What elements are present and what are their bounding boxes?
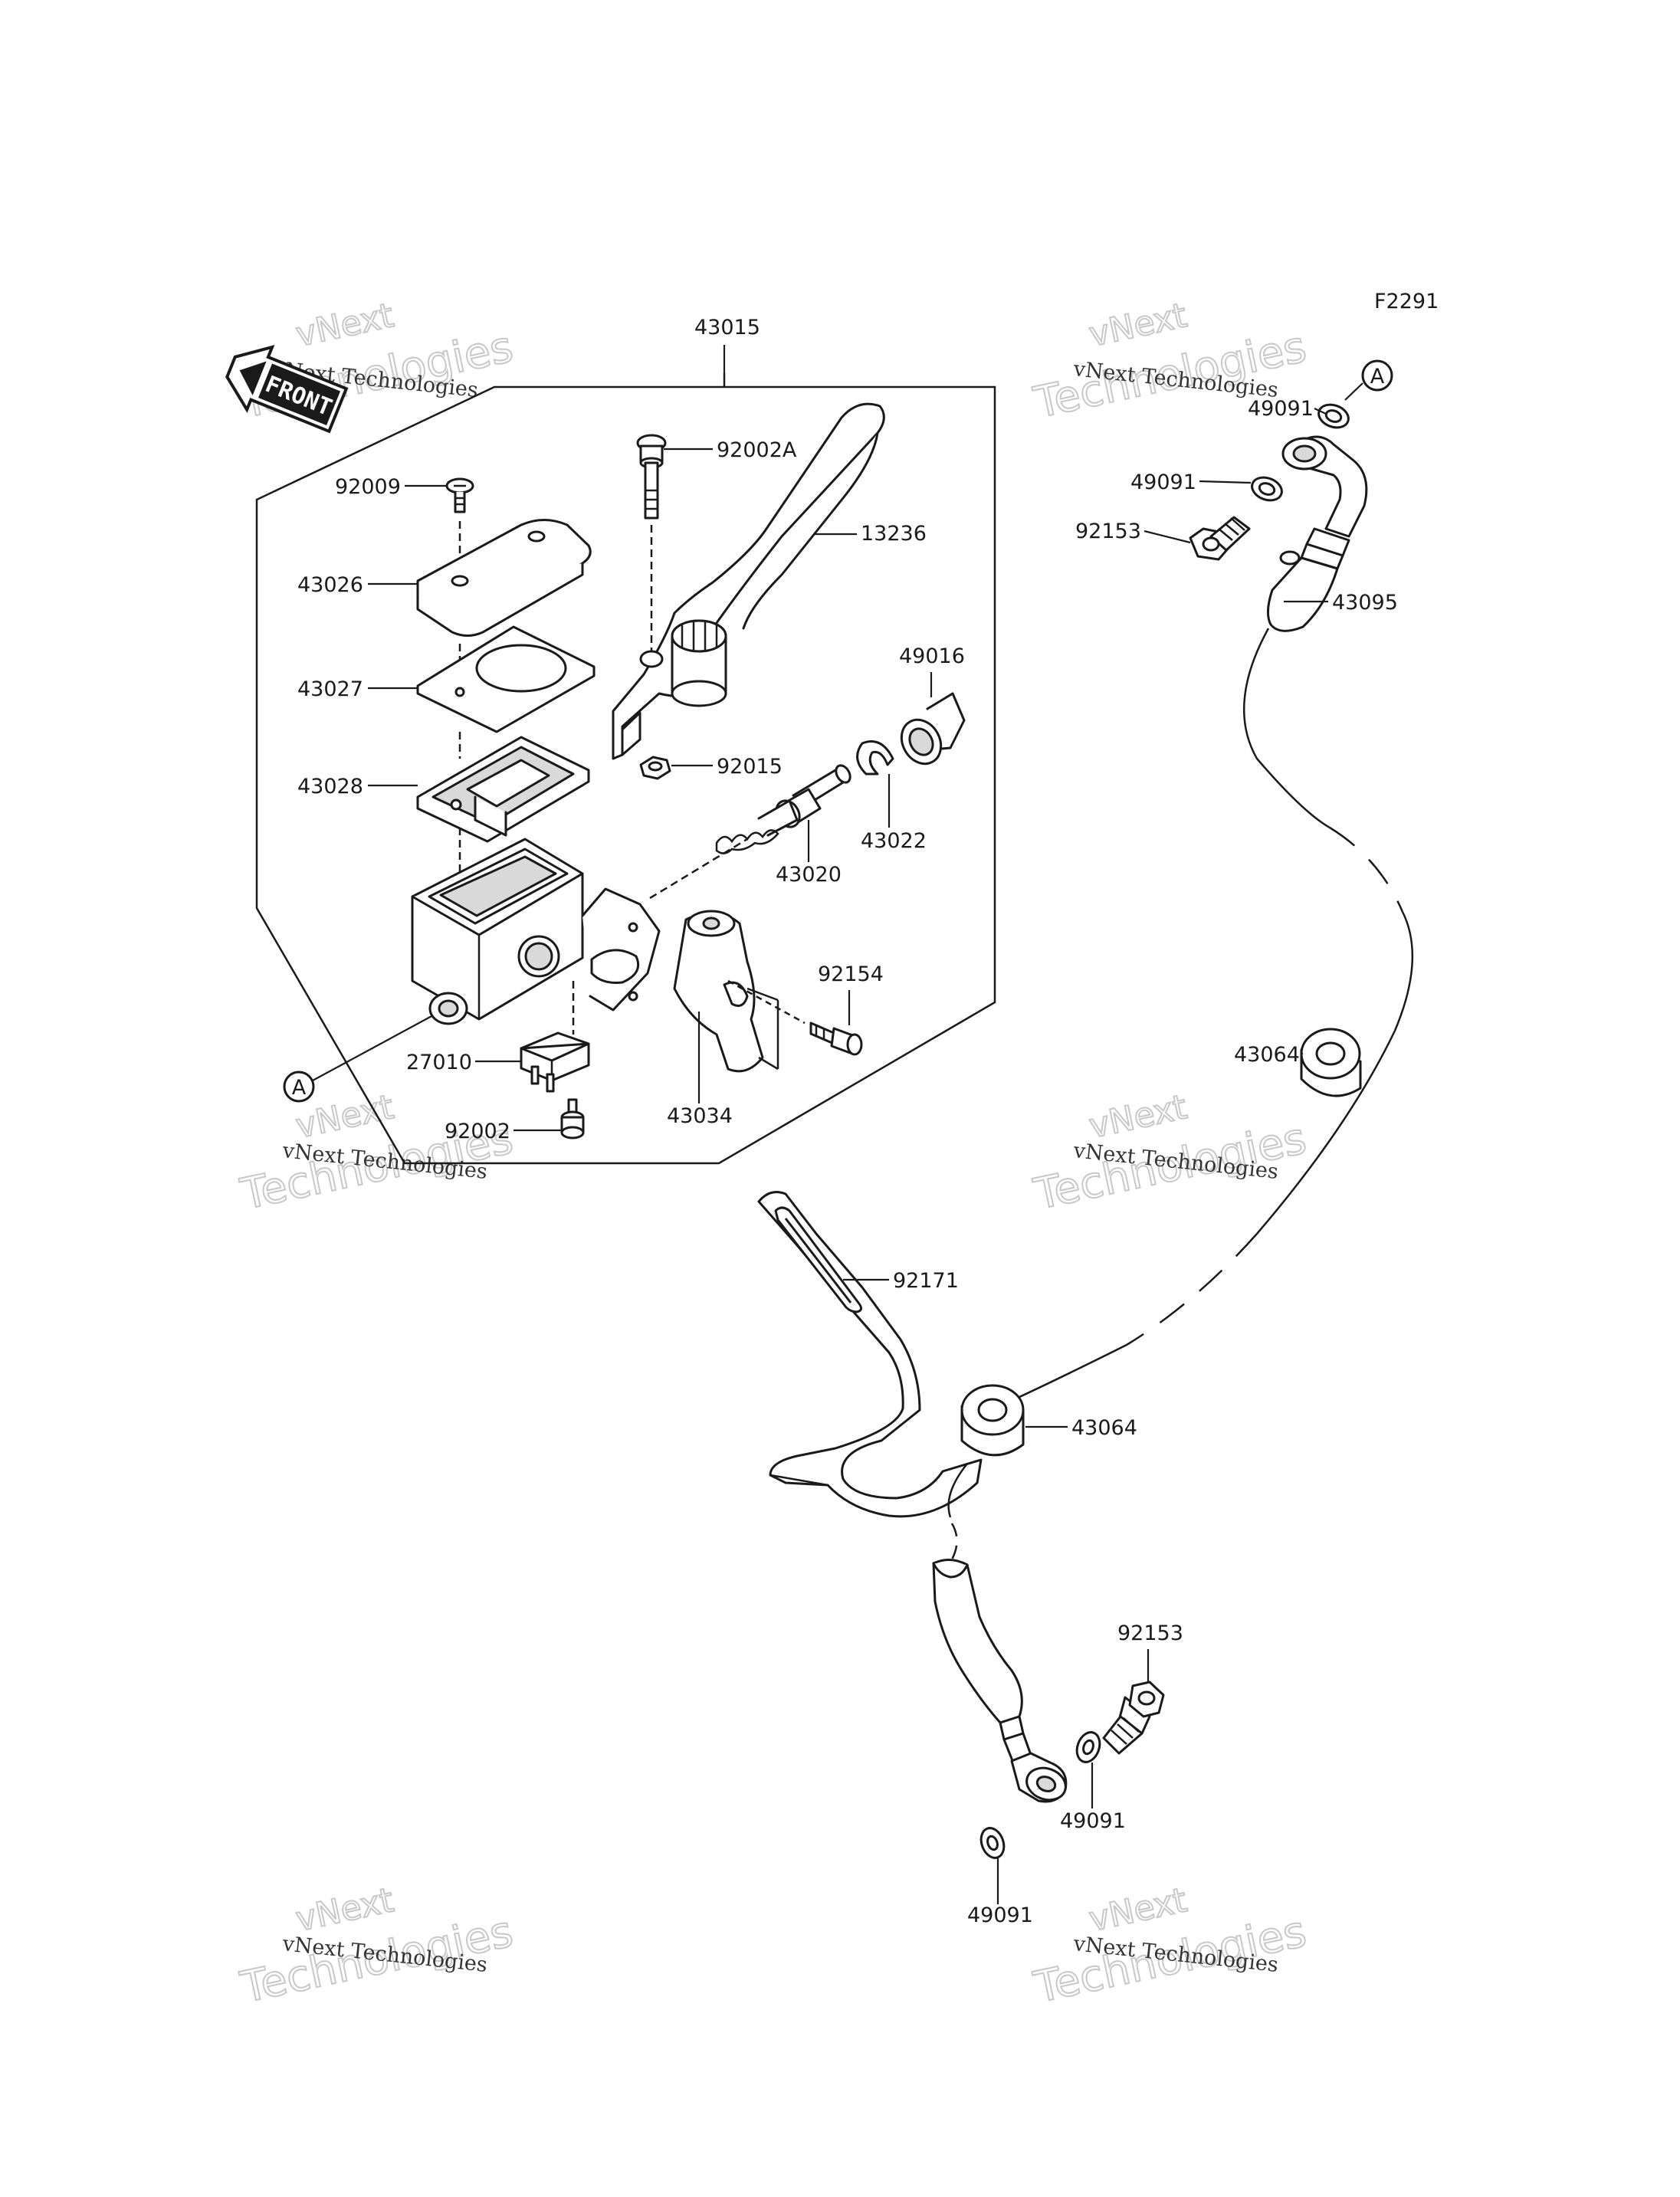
svg-text:vNext: vNext <box>1086 1087 1190 1146</box>
ref-marker-a-left: A <box>283 1071 315 1103</box>
label-49091-lower-right: 49091 <box>1060 1809 1126 1833</box>
lower-hose <box>932 1463 1032 1764</box>
label-92002: 92002 <box>445 1120 510 1143</box>
washer-lower-right <box>1075 1731 1101 1763</box>
watermark-mid-right: vNext Technologies vNext Technologies <box>1029 1087 1311 1221</box>
figure-code: F2291 <box>1374 290 1439 313</box>
diaphragm-plate <box>416 625 596 733</box>
label-43022: 43022 <box>861 829 927 853</box>
svg-text:vNext: vNext <box>293 1881 397 1940</box>
label-92015: 92015 <box>717 755 783 779</box>
label-43028: 43028 <box>297 775 363 798</box>
ref-marker-a-right: A <box>1361 359 1393 392</box>
washer-upper-top <box>1317 403 1350 429</box>
label-92171: 92171 <box>893 1269 959 1293</box>
switch-screw <box>560 1098 585 1139</box>
label-49091-upper: 49091 <box>1130 471 1196 494</box>
banjo-bolt-lower <box>1102 1681 1165 1755</box>
svg-text:vNext: vNext <box>1086 1881 1190 1940</box>
brake-hose-line <box>1007 628 1414 1404</box>
label-49091-top: 49091 <box>1248 397 1314 421</box>
dust-boot <box>900 692 966 766</box>
label-49091-lower-left: 49091 <box>967 1904 1033 1927</box>
label-92153-upper: 92153 <box>1075 520 1141 543</box>
label-13236: 13236 <box>861 522 927 546</box>
svg-text:A: A <box>292 1076 307 1100</box>
reservoir-cap <box>416 519 592 637</box>
label-49016: 49016 <box>899 644 965 668</box>
washer-upper-2 <box>1251 476 1283 502</box>
svg-text:vNext: vNext <box>293 296 397 355</box>
label-92154: 92154 <box>818 962 884 986</box>
holder-clamp <box>673 910 806 1073</box>
washer-lower-left <box>979 1827 1006 1859</box>
diaphragm <box>416 736 590 843</box>
hose-bracket <box>757 1191 983 1518</box>
svg-text:vNext: vNext <box>1086 296 1190 355</box>
label-43020: 43020 <box>776 863 842 887</box>
grommet-upper <box>1300 1028 1362 1097</box>
lower-hose-banjo <box>1010 1752 1068 1803</box>
watermark-bottom-right: vNext Technologies vNext Technologies <box>1029 1880 1311 2014</box>
brake-switch <box>520 981 590 1093</box>
lever-nut <box>639 756 671 780</box>
lever-pivot-bolt <box>636 434 667 520</box>
label-43064-lower: 43064 <box>1071 1416 1137 1440</box>
watermark-mid-left: vNext Technologies vNext Technologies <box>235 1087 517 1221</box>
upper-hose-banjo <box>1267 435 1368 632</box>
watermark-bottom-left: vNext Technologies vNext Technologies <box>235 1880 517 2014</box>
front-arrow-icon: FRONT <box>225 345 349 434</box>
label-92009: 92009 <box>335 475 401 499</box>
svg-text:A: A <box>1370 365 1385 389</box>
cap-screw <box>445 477 474 513</box>
label-92153-lower: 92153 <box>1117 1622 1183 1645</box>
label-27010: 27010 <box>406 1051 472 1074</box>
label-43034: 43034 <box>667 1104 733 1128</box>
circlip <box>856 740 894 776</box>
clamp-bolt <box>809 1021 863 1056</box>
label-43095: 43095 <box>1332 591 1398 615</box>
banjo-bolt-upper <box>1189 516 1251 561</box>
label-43015: 43015 <box>694 316 760 339</box>
label-92002A: 92002A <box>717 438 797 462</box>
piston-set <box>715 764 851 854</box>
assembly-outline <box>255 373 996 1165</box>
label-43064-upper: 43064 <box>1234 1043 1300 1067</box>
master-cylinder-body <box>411 838 661 1025</box>
brake-lever <box>612 402 885 760</box>
grommet-lower <box>960 1384 1025 1457</box>
label-43026: 43026 <box>297 573 363 597</box>
label-43027: 43027 <box>297 677 363 701</box>
